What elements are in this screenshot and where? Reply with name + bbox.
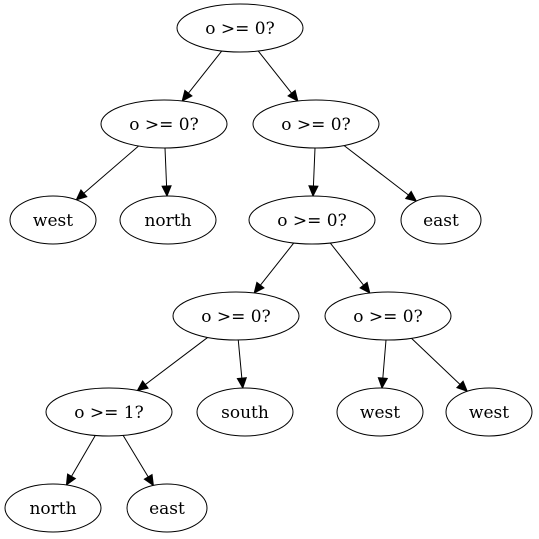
tree-edge [308, 147, 319, 198]
edge-line [83, 145, 139, 194]
node-label: o >= 0? [277, 211, 346, 231]
node-ellipse [445, 387, 533, 437]
node-label: o >= 0? [281, 115, 350, 135]
node-ellipse [176, 3, 304, 53]
decision-node: o >= 1? [45, 387, 173, 437]
node-ellipse [126, 483, 208, 533]
tree-edge [65, 435, 96, 487]
edge-line [329, 242, 364, 286]
edge-line [411, 337, 461, 385]
node-ellipse [324, 291, 452, 341]
leaf-node: east [400, 195, 482, 245]
node-ellipse [196, 387, 294, 437]
tree-edge [377, 339, 389, 390]
arrowhead-icon [181, 89, 193, 102]
nodes-layer: o >= 0? o >= 0? o >= 0? west north o >= 0? eas… [4, 3, 533, 533]
arrowhead-icon [65, 473, 77, 487]
node-label: o >= 0? [129, 115, 198, 135]
node-ellipse [252, 99, 380, 149]
leaf-node: east [126, 483, 208, 533]
node-label: o >= 0? [205, 19, 274, 39]
node-ellipse [4, 483, 102, 533]
decision-node: o >= 0? [100, 99, 228, 149]
node-label: east [149, 499, 185, 519]
decision-node: o >= 0? [172, 291, 300, 341]
tree-edge [122, 435, 155, 487]
node-ellipse [100, 99, 228, 149]
arrowhead-icon [359, 281, 371, 294]
arrowhead-icon [236, 377, 248, 390]
tree-edge [181, 50, 223, 102]
edge-line [122, 435, 149, 478]
arrowhead-icon [253, 281, 265, 294]
node-label: o >= 0? [201, 307, 270, 327]
edge-line [237, 339, 243, 379]
node-ellipse [400, 195, 482, 245]
leaf-node: north [4, 483, 102, 533]
edge-line [71, 435, 96, 477]
node-label: east [423, 211, 459, 231]
node-label: west [360, 403, 400, 423]
arrowhead-icon [75, 188, 88, 201]
node-label: west [33, 211, 73, 231]
decision-node: o >= 0? [248, 195, 376, 245]
edge-line [312, 147, 316, 187]
edges-layer [65, 50, 469, 487]
arrowhead-icon [377, 377, 389, 390]
tree-edge [253, 242, 295, 294]
leaf-node: west [445, 387, 533, 437]
leaf-node: west [336, 387, 424, 437]
node-label: north [29, 499, 76, 519]
arrowhead-icon [455, 380, 469, 393]
arrowhead-icon [308, 185, 319, 198]
edge-line [382, 339, 387, 379]
edge-line [145, 337, 208, 385]
leaf-node: north [119, 195, 217, 245]
arrowhead-icon [143, 473, 155, 487]
tree-edge [411, 337, 469, 393]
node-label: north [144, 211, 191, 231]
edge-line [164, 147, 168, 187]
tree-edge [136, 337, 208, 392]
tree-edge [75, 145, 139, 201]
arrowhead-icon [287, 89, 299, 102]
arrowhead-icon [136, 380, 149, 392]
node-ellipse [9, 195, 97, 245]
node-label: o >= 1? [74, 403, 143, 423]
node-ellipse [119, 195, 217, 245]
edge-line [260, 242, 295, 286]
leaf-node: south [196, 387, 294, 437]
node-ellipse [45, 387, 173, 437]
arrowhead-icon [404, 190, 418, 202]
edge-line [257, 50, 292, 94]
node-ellipse [172, 291, 300, 341]
tree-edge [257, 50, 299, 102]
node-ellipse [248, 195, 376, 245]
tree-edge [343, 145, 418, 202]
tree-edge [329, 242, 371, 294]
edge-line [343, 145, 409, 196]
node-label: o >= 0? [353, 307, 422, 327]
arrowhead-icon [161, 185, 172, 198]
tree-edge [236, 339, 248, 390]
tree-edge [161, 147, 172, 198]
node-label: west [469, 403, 509, 423]
decision-node: o >= 0? [176, 3, 304, 53]
decision-node: o >= 0? [324, 291, 452, 341]
edge-line [188, 50, 223, 94]
node-label: south [221, 403, 269, 423]
leaf-node: west [9, 195, 97, 245]
node-ellipse [336, 387, 424, 437]
decision-node: o >= 0? [252, 99, 380, 149]
